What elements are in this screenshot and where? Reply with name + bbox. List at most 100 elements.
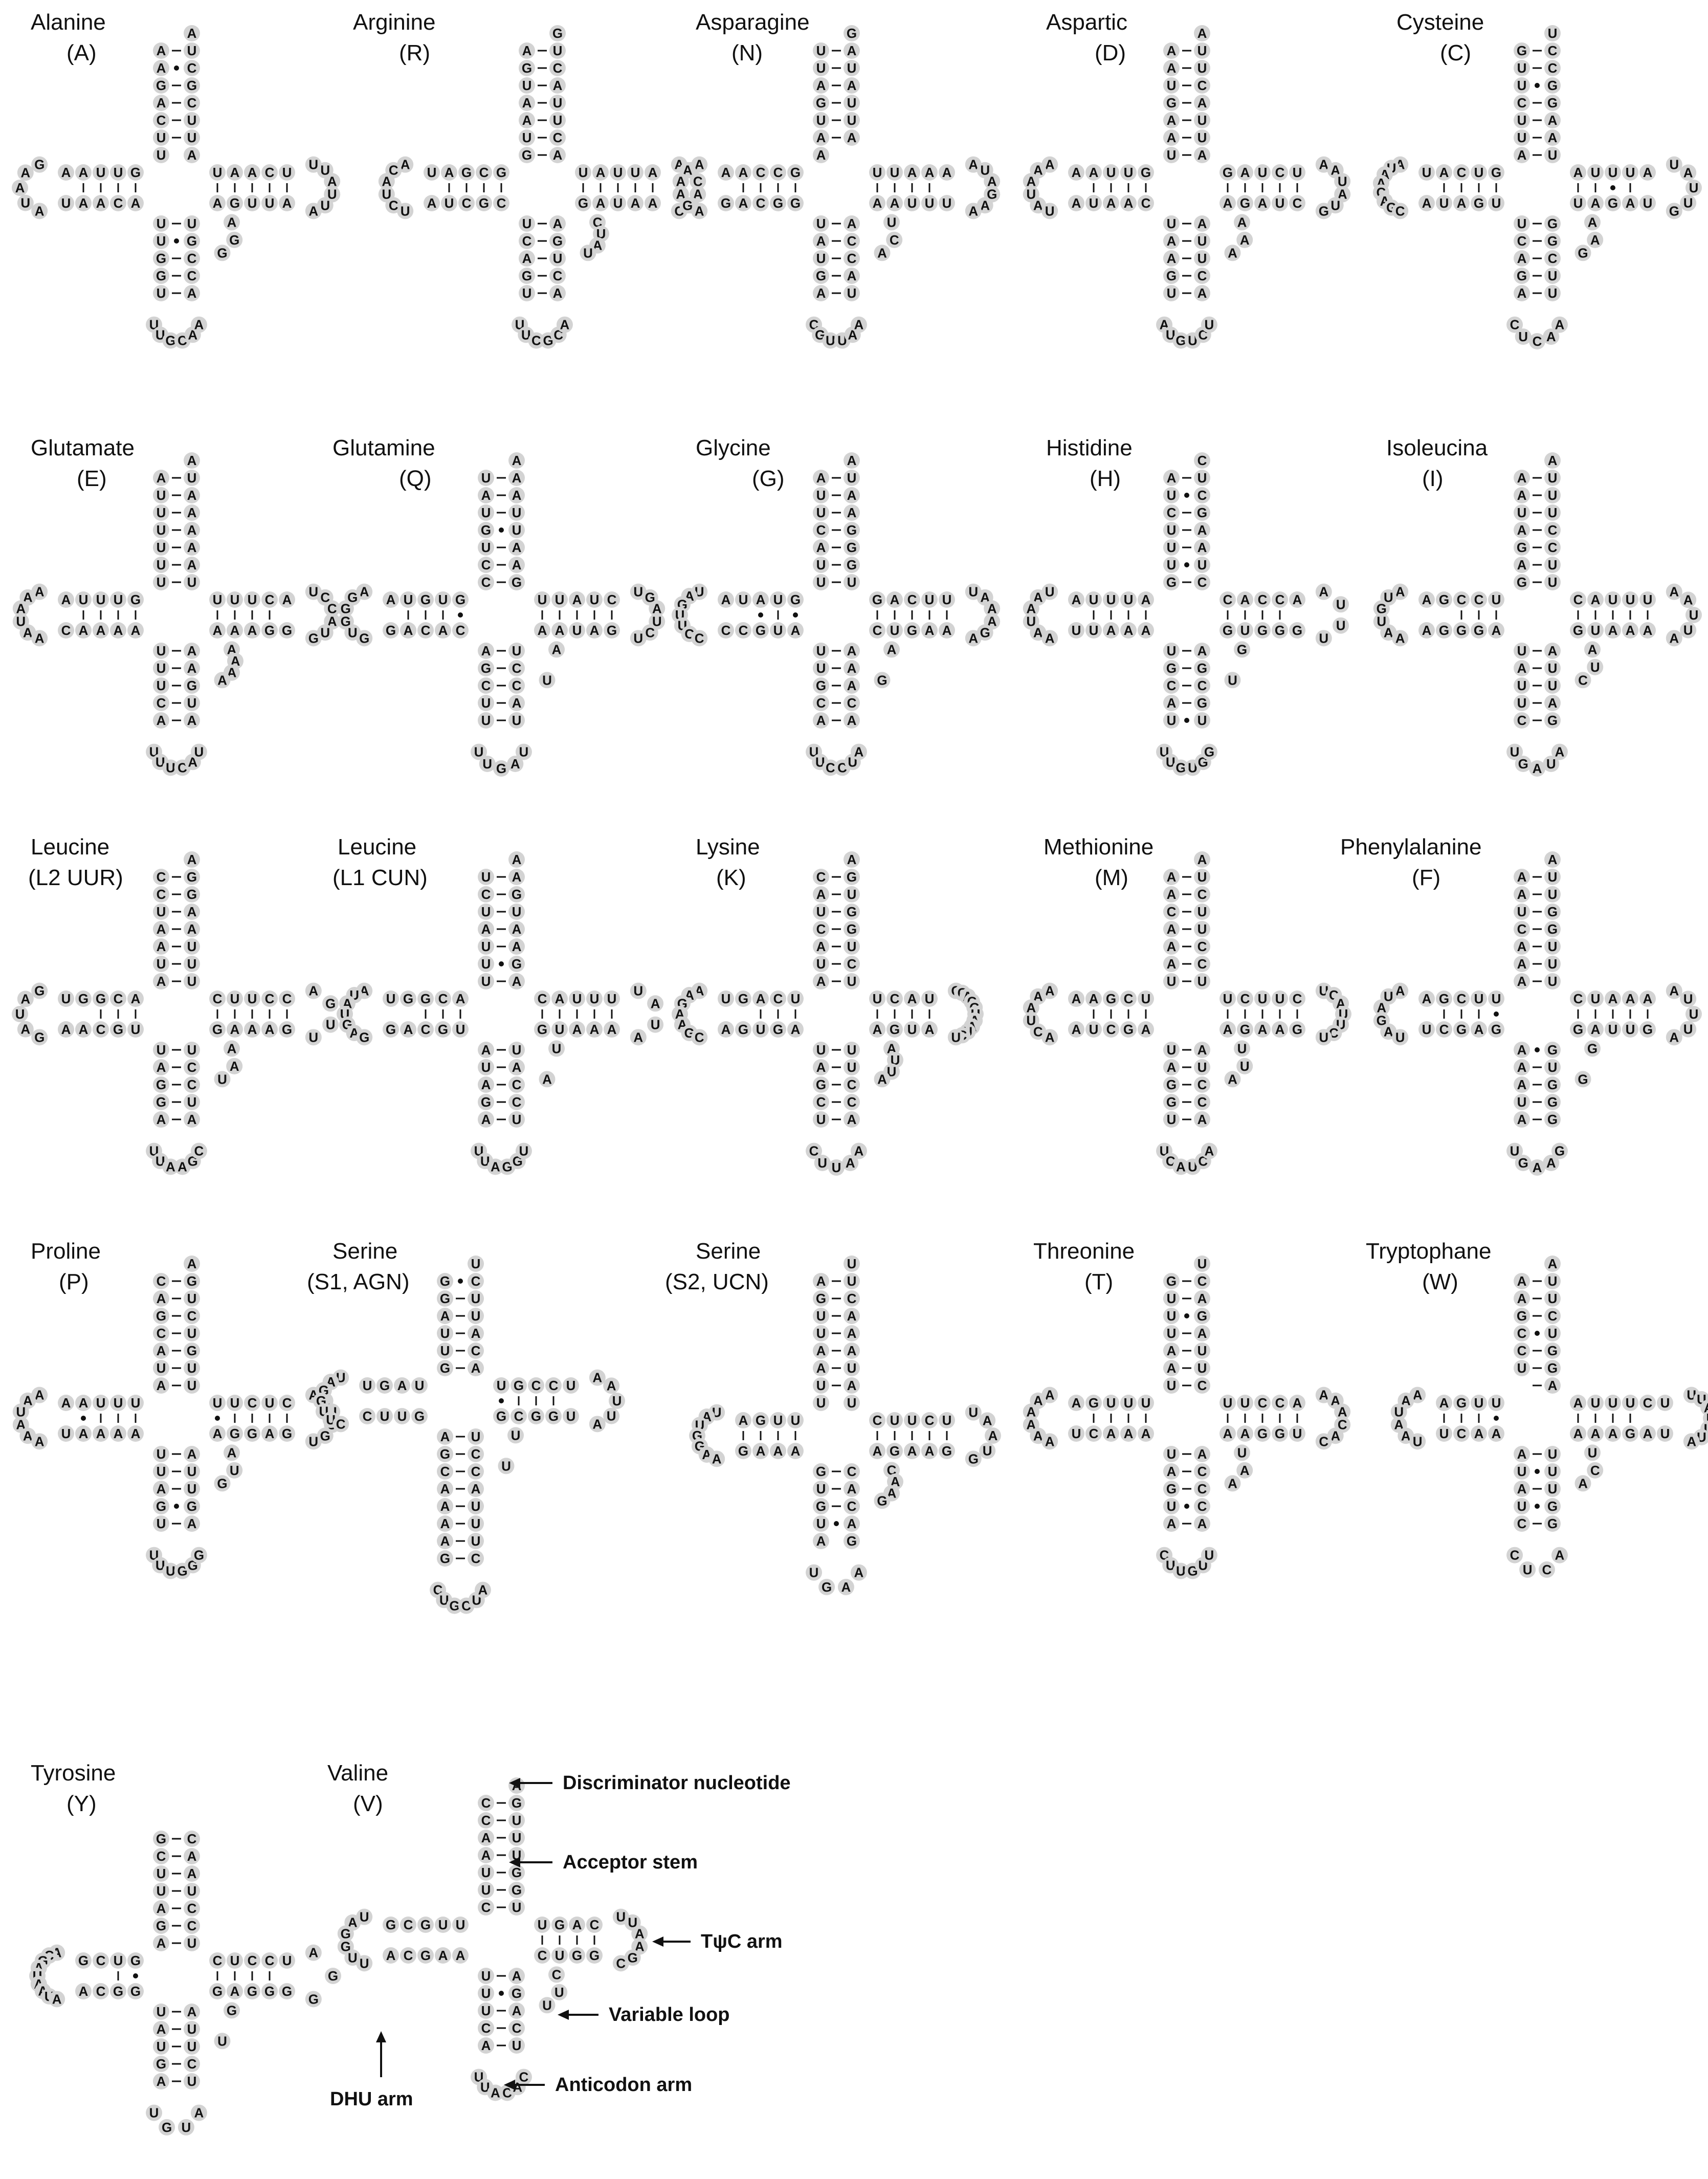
svg-text:A: A	[693, 187, 703, 202]
t-stem-nt: U	[1605, 164, 1621, 181]
acceptor-5-nt: U	[813, 956, 829, 972]
svg-text:A: A	[440, 1533, 450, 1549]
svg-text:A: A	[1555, 744, 1565, 760]
svg-text:A: A	[404, 623, 413, 638]
svg-text:A: A	[983, 1413, 992, 1428]
dhu-stem-nt: G	[476, 195, 492, 211]
acceptor-5-nt: U	[478, 539, 494, 556]
anticodon-loop-nt: A	[850, 1564, 867, 1581]
svg-text:G: G	[156, 251, 166, 266]
anticodon-stem-nt: C	[844, 233, 860, 249]
acceptor-5-nt: G	[813, 1290, 829, 1307]
anticodon-stem-nt: C	[1194, 1481, 1210, 1497]
acceptor-3-nt: U	[1544, 973, 1561, 989]
dhu-stem-nt: A	[1471, 1021, 1487, 1038]
t-stem-nt: A	[1587, 1425, 1604, 1442]
t-loop-nt: A	[1315, 583, 1332, 600]
svg-text:U: U	[308, 1029, 318, 1045]
svg-text:G: G	[156, 1831, 166, 1846]
t-stem-nt: G	[1570, 622, 1586, 639]
svg-text:U: U	[1197, 470, 1207, 486]
t-loop-nt: A	[305, 1944, 322, 1961]
acceptor-5-nt: U	[1163, 1325, 1180, 1341]
t-stem-nt: U	[244, 991, 260, 1007]
svg-text:U: U	[951, 1029, 961, 1045]
svg-text:C: C	[481, 1813, 491, 1828]
svg-text:A: A	[481, 1077, 491, 1092]
svg-text:A: A	[816, 540, 826, 555]
svg-text:A: A	[1548, 852, 1558, 867]
dhu-stem-nt: U	[1436, 195, 1452, 211]
t-stem-nt: G	[227, 195, 243, 211]
t-stem-nt: U	[1272, 991, 1288, 1007]
svg-text:A: A	[404, 1022, 413, 1037]
svg-text:U: U	[1197, 557, 1207, 573]
svg-text:U: U	[816, 251, 826, 266]
svg-text:C: C	[1517, 95, 1527, 111]
t-loop-nt: A	[1666, 630, 1682, 647]
acceptor-3-nt: U	[184, 1377, 200, 1394]
acceptor-3-nt: U	[468, 1308, 484, 1324]
anticodon-loop-nt: C	[528, 332, 545, 349]
svg-text:G: G	[1573, 1022, 1583, 1037]
t-stem-nt: C	[1289, 195, 1305, 211]
svg-text:G: G	[1223, 165, 1233, 180]
svg-text:U: U	[1608, 1022, 1618, 1037]
acceptor-3-nt: G	[844, 904, 860, 920]
svg-text:U: U	[282, 1953, 292, 1968]
anticodon-stem-nt: C	[844, 1094, 860, 1110]
dhu-stem-nt: G	[1436, 622, 1452, 639]
svg-text:A: A	[847, 643, 857, 658]
svg-text:C: C	[1089, 1426, 1099, 1441]
svg-text:U: U	[1591, 165, 1601, 180]
anticodon-stem-nt: U	[478, 1059, 494, 1075]
anticodon-stem-nt: C	[1544, 250, 1561, 267]
svg-text:G: G	[156, 1308, 166, 1324]
svg-text:G: G	[589, 1948, 600, 1963]
annotation-discriminator: Discriminator nucleotide	[563, 1772, 791, 1794]
svg-text:G: G	[1439, 592, 1449, 607]
anticodon-loop-nt: U	[146, 2104, 163, 2121]
svg-text:U: U	[1608, 165, 1618, 180]
t-loop-nt: U	[1685, 607, 1702, 623]
dhu-stem-nt: A	[1085, 164, 1102, 181]
svg-text:A: A	[1045, 1388, 1055, 1403]
svg-text:A: A	[1033, 625, 1043, 640]
svg-text:G: G	[1547, 1499, 1558, 1514]
anticodon-stem-nt: U	[1544, 1059, 1561, 1075]
t-stem-nt: G	[886, 1443, 903, 1459]
t-stem-nt: U	[534, 591, 550, 608]
acceptor-5-nt: A	[813, 1360, 829, 1376]
svg-text:A: A	[61, 1395, 71, 1411]
t-stem-nt: U	[904, 1021, 920, 1038]
svg-text:U: U	[187, 113, 197, 128]
svg-text:G: G	[1547, 78, 1558, 93]
dhu-stem-nt: U	[110, 1952, 126, 1969]
svg-text:A: A	[590, 1022, 600, 1037]
acceptor-3-nt: A	[184, 487, 200, 503]
anticodon-stem-nt: A	[437, 1515, 453, 1532]
svg-text:A: A	[1167, 956, 1177, 972]
anticodon-stem-nt: U	[184, 2021, 200, 2037]
t-stem-nt: A	[1289, 1395, 1305, 1411]
dhu-stem-nt: G	[376, 1377, 393, 1394]
anticodon-stem-nt: G	[1163, 1076, 1180, 1093]
svg-text:A: A	[791, 623, 801, 638]
svg-text:U: U	[157, 1866, 166, 1881]
svg-text:A: A	[1124, 623, 1134, 638]
svg-text:U: U	[1683, 623, 1693, 638]
acceptor-5-nt: U	[153, 1883, 169, 1899]
dhu-stem-nt: U	[770, 1412, 786, 1428]
t-stem-nt: U	[586, 991, 603, 1007]
annotation-arrowhead	[509, 1857, 520, 1867]
svg-text:U: U	[590, 991, 600, 1006]
svg-text:A: A	[1124, 1426, 1134, 1441]
svg-text:G: G	[1547, 1094, 1558, 1110]
t-loop-nt: A	[965, 630, 982, 647]
panel-title: Aspartic	[1046, 10, 1127, 35]
svg-text:U: U	[1548, 939, 1558, 954]
svg-text:A: A	[1517, 1273, 1527, 1289]
svg-text:U: U	[265, 195, 275, 211]
t-stem-nt: C	[904, 591, 920, 608]
svg-text:U: U	[1223, 991, 1233, 1006]
